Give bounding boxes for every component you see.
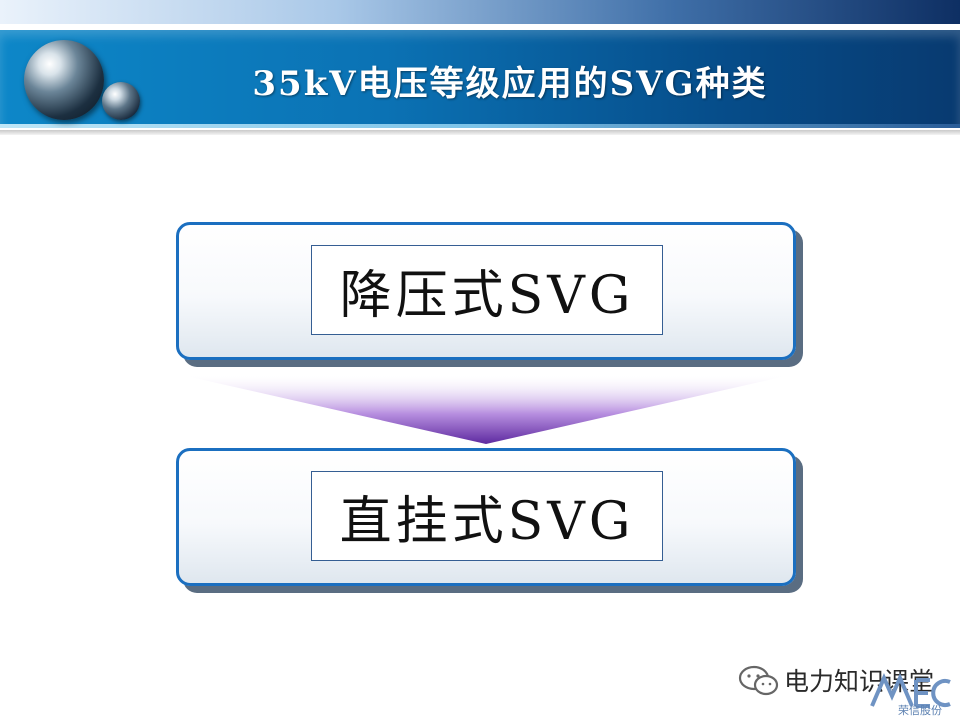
svg-type-label: 直挂式SVG (339, 491, 635, 552)
svg-type-label: 降压式SVG (339, 265, 635, 326)
header-top-strip (0, 0, 960, 24)
wechat-icon (738, 665, 779, 696)
slide-title: 35kV电压等级应用的SVG种类 (252, 64, 768, 104)
title-bar (0, 30, 960, 128)
globe-small-icon (102, 82, 140, 120)
wechat-watermark: 电力知识课堂 荣信股份 (738, 658, 958, 718)
globe-large-icon (24, 40, 104, 120)
header-divider (0, 130, 960, 135)
label-box: 直挂式SVG (311, 471, 663, 561)
svg-type-panel-step-down: 降压式SVG (176, 222, 796, 360)
logo-subtext: 荣信股份 (898, 704, 942, 717)
company-logo-icon (870, 673, 951, 708)
down-arrow-icon (186, 376, 786, 444)
svg-type-panel-direct-hanging: 直挂式SVG (176, 448, 796, 586)
label-box: 降压式SVG (311, 245, 663, 335)
slide-header: 35kV电压等级应用的SVG种类 (0, 0, 960, 135)
watermark-text: 电力知识课堂 (784, 667, 935, 696)
